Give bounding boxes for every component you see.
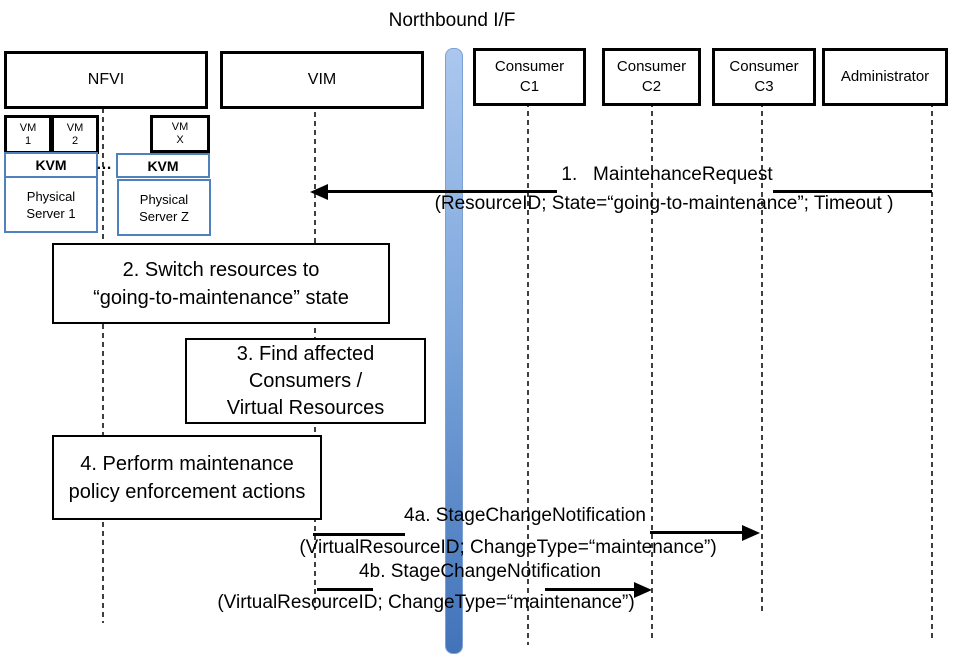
actor-consumer-c3-label: Consumer: [729, 58, 799, 75]
message-4a-title: 4a. StageChangeNotification: [404, 505, 646, 526]
actor-administrator-label: Administrator: [840, 68, 930, 85]
kvm-left-label: KVM: [35, 157, 67, 173]
lifeline-administrator: [931, 102, 933, 638]
actor-consumer-c3: Consumer C3: [712, 48, 816, 106]
lifeline-consumer-c3: [761, 102, 763, 612]
step-2-box: 2. Switch resources to “going-to-mainten…: [52, 243, 390, 324]
actor-nfvi-label: NFVI: [87, 71, 125, 88]
message-4a-line-right: [650, 531, 746, 534]
northbound-interface-bar: [445, 48, 463, 654]
vm-1-number: 1: [24, 134, 32, 147]
message-1-arrowhead-icon: [310, 184, 328, 200]
vm-2-number: 2: [71, 134, 79, 147]
message-4b-line-left: [317, 588, 373, 591]
lifeline-consumer-c2: [651, 102, 653, 640]
message-4a-arrowhead-icon: [742, 525, 760, 541]
physical-server-z-label: Physical: [139, 191, 189, 207]
physical-server-z-id: Server Z: [139, 208, 189, 224]
actor-consumer-c3-id: C3: [754, 78, 774, 95]
message-1-line-right: [773, 190, 932, 193]
vm-x-box: VM X: [150, 115, 210, 153]
physical-server-z-box: Physical Server Z: [117, 179, 211, 236]
step-3-line1: 3. Find affected: [236, 342, 375, 365]
message-4a-line-left: [313, 533, 405, 536]
actor-vim-label: VIM: [307, 71, 337, 88]
lifeline-consumer-c1: [527, 102, 529, 645]
lifeline-nfvi: [102, 108, 104, 623]
actor-vim: VIM: [220, 51, 424, 109]
step-2-line2: “going-to-maintenance” state: [93, 286, 349, 309]
message-1-title: 1. MaintenanceRequest: [561, 164, 773, 185]
physical-server-1-id: Server 1: [26, 205, 76, 221]
actor-nfvi: NFVI: [4, 51, 208, 109]
kvm-left-box: KVM: [4, 152, 98, 178]
step-3-box: 3. Find affected Consumers / Virtual Res…: [185, 338, 426, 424]
vm-1-box: VM 1: [4, 115, 52, 154]
actor-consumer-c1-id: C1: [519, 78, 540, 95]
message-4a-params: (VirtualResourceID; ChangeType=“maintena…: [299, 537, 717, 558]
vm-2-label: VM: [66, 121, 84, 134]
vm-2-box: VM 2: [51, 115, 99, 154]
step-3-line2: Consumers /: [248, 369, 363, 392]
actor-consumer-c1: Consumer C1: [473, 48, 586, 106]
message-4b-arrowhead-icon: [634, 582, 652, 598]
message-1-line-left: [322, 190, 557, 193]
actor-consumer-c2-id: C2: [641, 78, 662, 95]
diagram-title: Northbound I/F: [388, 10, 516, 31]
step-4-line1: 4. Perform maintenance: [80, 452, 294, 475]
actor-consumer-c2: Consumer C2: [602, 48, 701, 106]
actor-consumer-c2-label: Consumer: [616, 58, 687, 75]
actor-consumer-c1-label: Consumer: [494, 58, 565, 75]
vm-1-label: VM: [19, 121, 37, 134]
kvm-right-box: KVM: [116, 153, 210, 178]
physical-server-1-label: Physical: [26, 188, 76, 204]
physical-server-1-box: Physical Server 1: [4, 176, 98, 233]
vm-x-number: X: [176, 134, 184, 146]
message-1-params: (ResourceID; State=“going-to-maintenance…: [434, 193, 894, 214]
ellipsis-dots: …: [96, 156, 113, 173]
message-4b-title: 4b. StageChangeNotification: [359, 561, 601, 582]
message-4b-line-right: [545, 588, 636, 591]
step-4-box: 4. Perform maintenance policy enforcemen…: [52, 435, 322, 520]
step-3-line3: Virtual Resources: [226, 396, 385, 419]
message-4b-params: (VirtualResourceID; ChangeType=“maintena…: [217, 592, 635, 613]
actor-administrator: Administrator: [822, 48, 948, 106]
step-4-line2: policy enforcement actions: [68, 480, 306, 503]
vm-x-label: VM: [171, 121, 189, 133]
step-2-line1: 2. Switch resources to: [122, 258, 320, 281]
kvm-right-label: KVM: [147, 157, 179, 174]
